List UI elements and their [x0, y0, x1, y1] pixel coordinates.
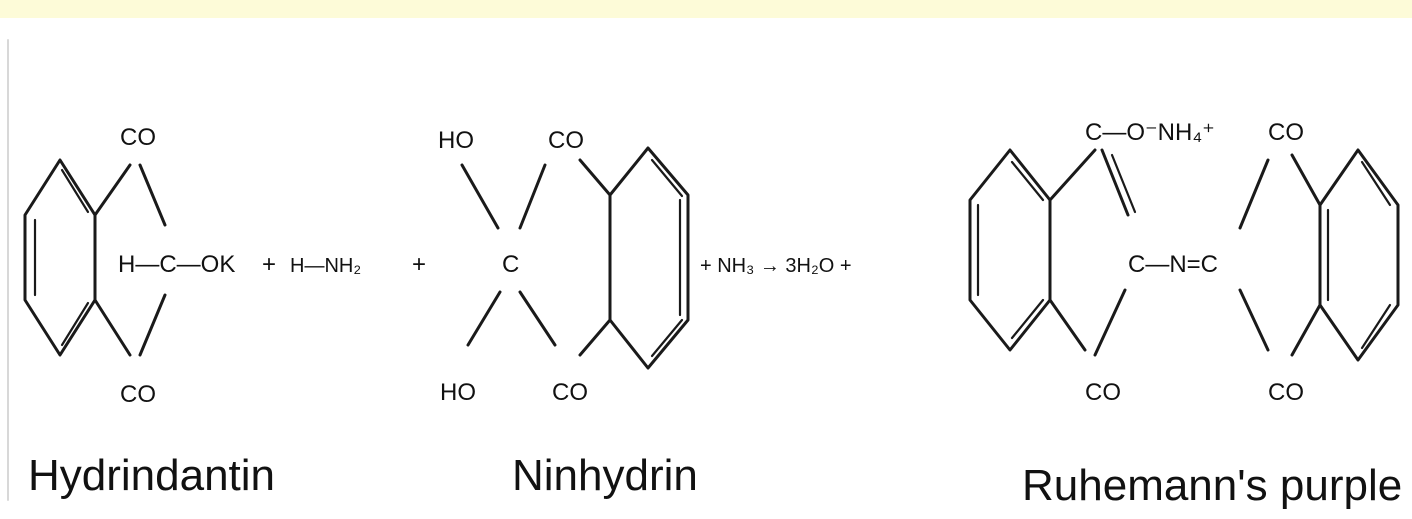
- ammonia-reactant: H—NH₂: [290, 255, 361, 277]
- hydrindantin-top-co: CO: [120, 124, 156, 151]
- plus-ammonia-arrow-water: + NH₃ → 3H₂O +: [700, 255, 852, 277]
- hydrindantin-structure: [23, 158, 167, 357]
- top-band: [0, 0, 1412, 18]
- ruhemann-bottom-right-co: CO: [1268, 379, 1304, 406]
- ninhydrin-structure: [460, 146, 690, 370]
- hydrindantin-label: Hydrindantin: [28, 451, 275, 500]
- plus-sign-1: +: [262, 251, 276, 278]
- ninhydrin-center-c: C: [502, 251, 519, 278]
- plus-sign-2: +: [412, 251, 426, 278]
- ruhemanns-purple-structure: [968, 148, 1400, 362]
- ruhemann-right-benzene-ring: [1318, 148, 1400, 362]
- ruhemann-left-benzene-ring: [968, 148, 1052, 352]
- ruhemann-top-right-co: CO: [1268, 119, 1304, 146]
- ruhemann-top-formula: C—O⁻NH₄⁺: [1085, 119, 1215, 146]
- ninhydrin-bottom-right-co: CO: [552, 379, 588, 406]
- ruhemann-center-formula: C—N=C: [1128, 251, 1218, 278]
- ruhemann-bottom-left-co: CO: [1085, 379, 1121, 406]
- ninhydrin-benzene-ring: [608, 146, 690, 370]
- hydrindantin-center-formula: H—C—OK: [118, 251, 235, 278]
- hydrindantin-bottom-co: CO: [120, 381, 156, 408]
- ninhydrin-bottom-left-ho: HO: [440, 379, 476, 406]
- ninhydrin-top-left-ho: HO: [438, 127, 474, 154]
- ruhemanns-purple-label: Ruhemann's purple: [1022, 461, 1402, 510]
- ninhydrin-top-right-co: CO: [548, 127, 584, 154]
- ninhydrin-label: Ninhydrin: [512, 451, 698, 500]
